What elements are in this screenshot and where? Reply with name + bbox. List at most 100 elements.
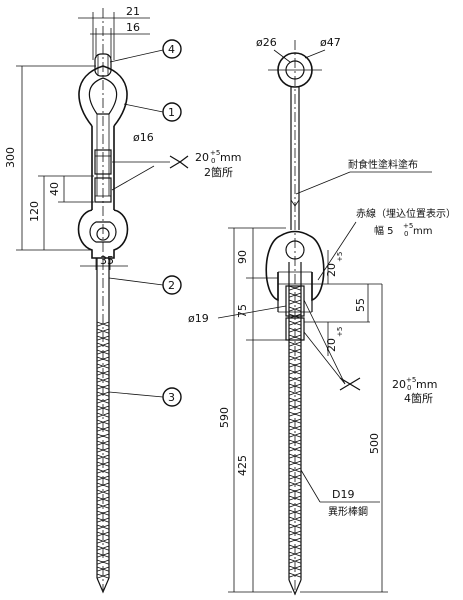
dim-55-label: 55 — [354, 298, 367, 312]
rebar-rib — [96, 468, 110, 474]
dim-40-label: 40 — [48, 182, 61, 196]
rebar-rib — [288, 390, 302, 396]
rebar-rib — [288, 439, 302, 445]
rebar-rib — [288, 348, 302, 354]
leader-4 — [109, 49, 164, 63]
rebar-rib — [96, 412, 110, 418]
weld-note-count: 2箇所 — [204, 165, 233, 179]
right-view: ø26 ø47 耐食性塗料塗布 赤線（埋込位置表示） 幅 5 +5 0 mm — [188, 36, 456, 596]
right-weld-note-unit: mm — [416, 378, 437, 391]
rebar-rib — [288, 523, 302, 529]
dia47-leader — [304, 49, 326, 59]
width-unit: mm — [413, 226, 432, 237]
rebar-rib — [288, 334, 302, 340]
rebar-rib — [288, 327, 302, 333]
rebar-rib — [288, 558, 302, 564]
rebar-rib — [288, 292, 302, 298]
left-view: 21 16 300 120 — [4, 5, 241, 594]
d19-label: D19 — [332, 488, 354, 501]
rebar-rib — [96, 538, 110, 544]
rebar-rib — [288, 446, 302, 452]
bubble-1: 1 — [162, 102, 182, 122]
weld-note-size: 20 — [195, 151, 209, 164]
rebar-rib — [96, 503, 110, 509]
rebar-rib — [288, 572, 302, 578]
rebar-rib — [96, 370, 110, 376]
dim-590-label: 590 — [218, 407, 231, 428]
rebar-rib — [288, 481, 302, 487]
rebar-rib — [96, 454, 110, 460]
dim-20a-tol: +5 — [336, 252, 344, 262]
dim-500-label: 500 — [368, 433, 381, 454]
right-eye-outer — [265, 230, 325, 302]
rebar-rib — [96, 517, 110, 523]
rebar-rib — [96, 405, 110, 411]
svg-text:2: 2 — [168, 279, 175, 292]
rebar-rib — [96, 328, 110, 334]
dia47-label: ø47 — [320, 36, 341, 49]
rebar-rib — [96, 545, 110, 551]
dia16-label: ø16 — [133, 131, 154, 144]
right-upper-shank-mark — [290, 199, 300, 207]
rebar-rib — [288, 418, 302, 424]
rebar-rib — [288, 306, 302, 312]
lower-eye-outer — [77, 209, 129, 259]
rebar-rib — [96, 384, 110, 390]
weld-note-tol-up: +5 — [210, 149, 220, 157]
rebar-rib — [288, 383, 302, 389]
leader-1 — [123, 103, 164, 113]
rebar-rib — [96, 496, 110, 502]
dim-425-label: 425 — [236, 455, 249, 476]
right-weld-note-count: 4箇所 — [404, 391, 433, 405]
rebar-rib — [288, 285, 302, 291]
dim-35-label: 35 — [100, 254, 114, 267]
svg-text:1: 1 — [168, 106, 175, 119]
right-weld-leader-a — [303, 299, 346, 385]
rebar-rib — [288, 341, 302, 347]
rebar-rib — [96, 426, 110, 432]
rebar-rib — [96, 510, 110, 516]
rebar-rib — [288, 369, 302, 375]
rebar-rib — [288, 397, 302, 403]
left-rebar — [96, 258, 110, 594]
rebar-rib — [288, 516, 302, 522]
rebar-rib — [288, 565, 302, 571]
rebar-rib — [288, 502, 302, 508]
d19-desc: 異形棒鋼 — [328, 505, 368, 518]
rebar-rib — [288, 537, 302, 543]
right-rebar-tip — [288, 579, 302, 596]
rebar-rib — [96, 398, 110, 404]
rebar-rib — [96, 524, 110, 530]
rebar-rib — [96, 559, 110, 565]
right-weld-note-tol-down: 0 — [407, 384, 411, 392]
rebar-rib — [288, 551, 302, 557]
rebar-rib — [96, 440, 110, 446]
upper-eye-outer — [78, 65, 128, 127]
ring-part-4 — [94, 53, 112, 77]
rebar-rib — [288, 495, 302, 501]
rebar-rib — [288, 404, 302, 410]
lower-eye-inner — [89, 221, 117, 243]
rebar-rib — [96, 475, 110, 481]
rebar-rib — [96, 552, 110, 558]
leader-3 — [108, 391, 164, 398]
rebar-rib — [96, 433, 110, 439]
dim-21-label: 21 — [126, 5, 140, 18]
bubble-4: 4 — [162, 39, 182, 59]
upper-eye-inner — [88, 77, 118, 115]
rebar-rib — [288, 362, 302, 368]
right-weld-leader-b — [303, 331, 346, 385]
leader-2 — [108, 277, 164, 286]
rebar-rib — [96, 391, 110, 397]
leader-weld-lower — [111, 165, 155, 191]
rebar-rib — [96, 447, 110, 453]
dim-16-label: 16 — [126, 21, 140, 34]
rebar-rib — [96, 363, 110, 369]
dim-300-label: 300 — [4, 147, 17, 168]
weld-note-tol-down: 0 — [211, 157, 215, 165]
dim-20b-label: 20 — [325, 338, 338, 352]
right-rebar — [288, 262, 302, 596]
d19-leader — [300, 469, 321, 503]
width-prefix: 幅 5 — [374, 224, 394, 237]
